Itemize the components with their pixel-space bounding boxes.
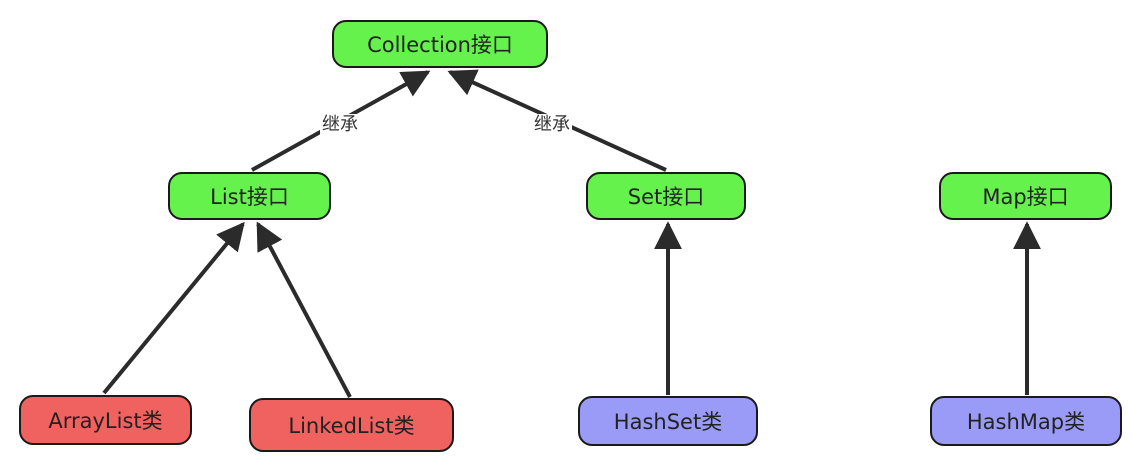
edge-label-set-inherits: 继承 (532, 114, 572, 136)
linkedlist-class-node: LinkedList类 (249, 398, 454, 452)
set-interface-node: Set接口 (586, 172, 746, 220)
edge-arraylist-to-list (102, 221, 245, 395)
collection-interface-node: Collection接口 (332, 20, 548, 68)
edge-label-list-inherits: 继承 (320, 114, 360, 136)
hashmap-class-node: HashMap类 (930, 396, 1122, 446)
arraylist-class-node: ArrayList类 (19, 395, 192, 445)
hashset-class-node: HashSet类 (578, 396, 758, 446)
map-interface-node: Map接口 (939, 172, 1112, 220)
list-interface-node: List接口 (168, 172, 331, 220)
edge-linkedlist-to-list (256, 221, 352, 398)
